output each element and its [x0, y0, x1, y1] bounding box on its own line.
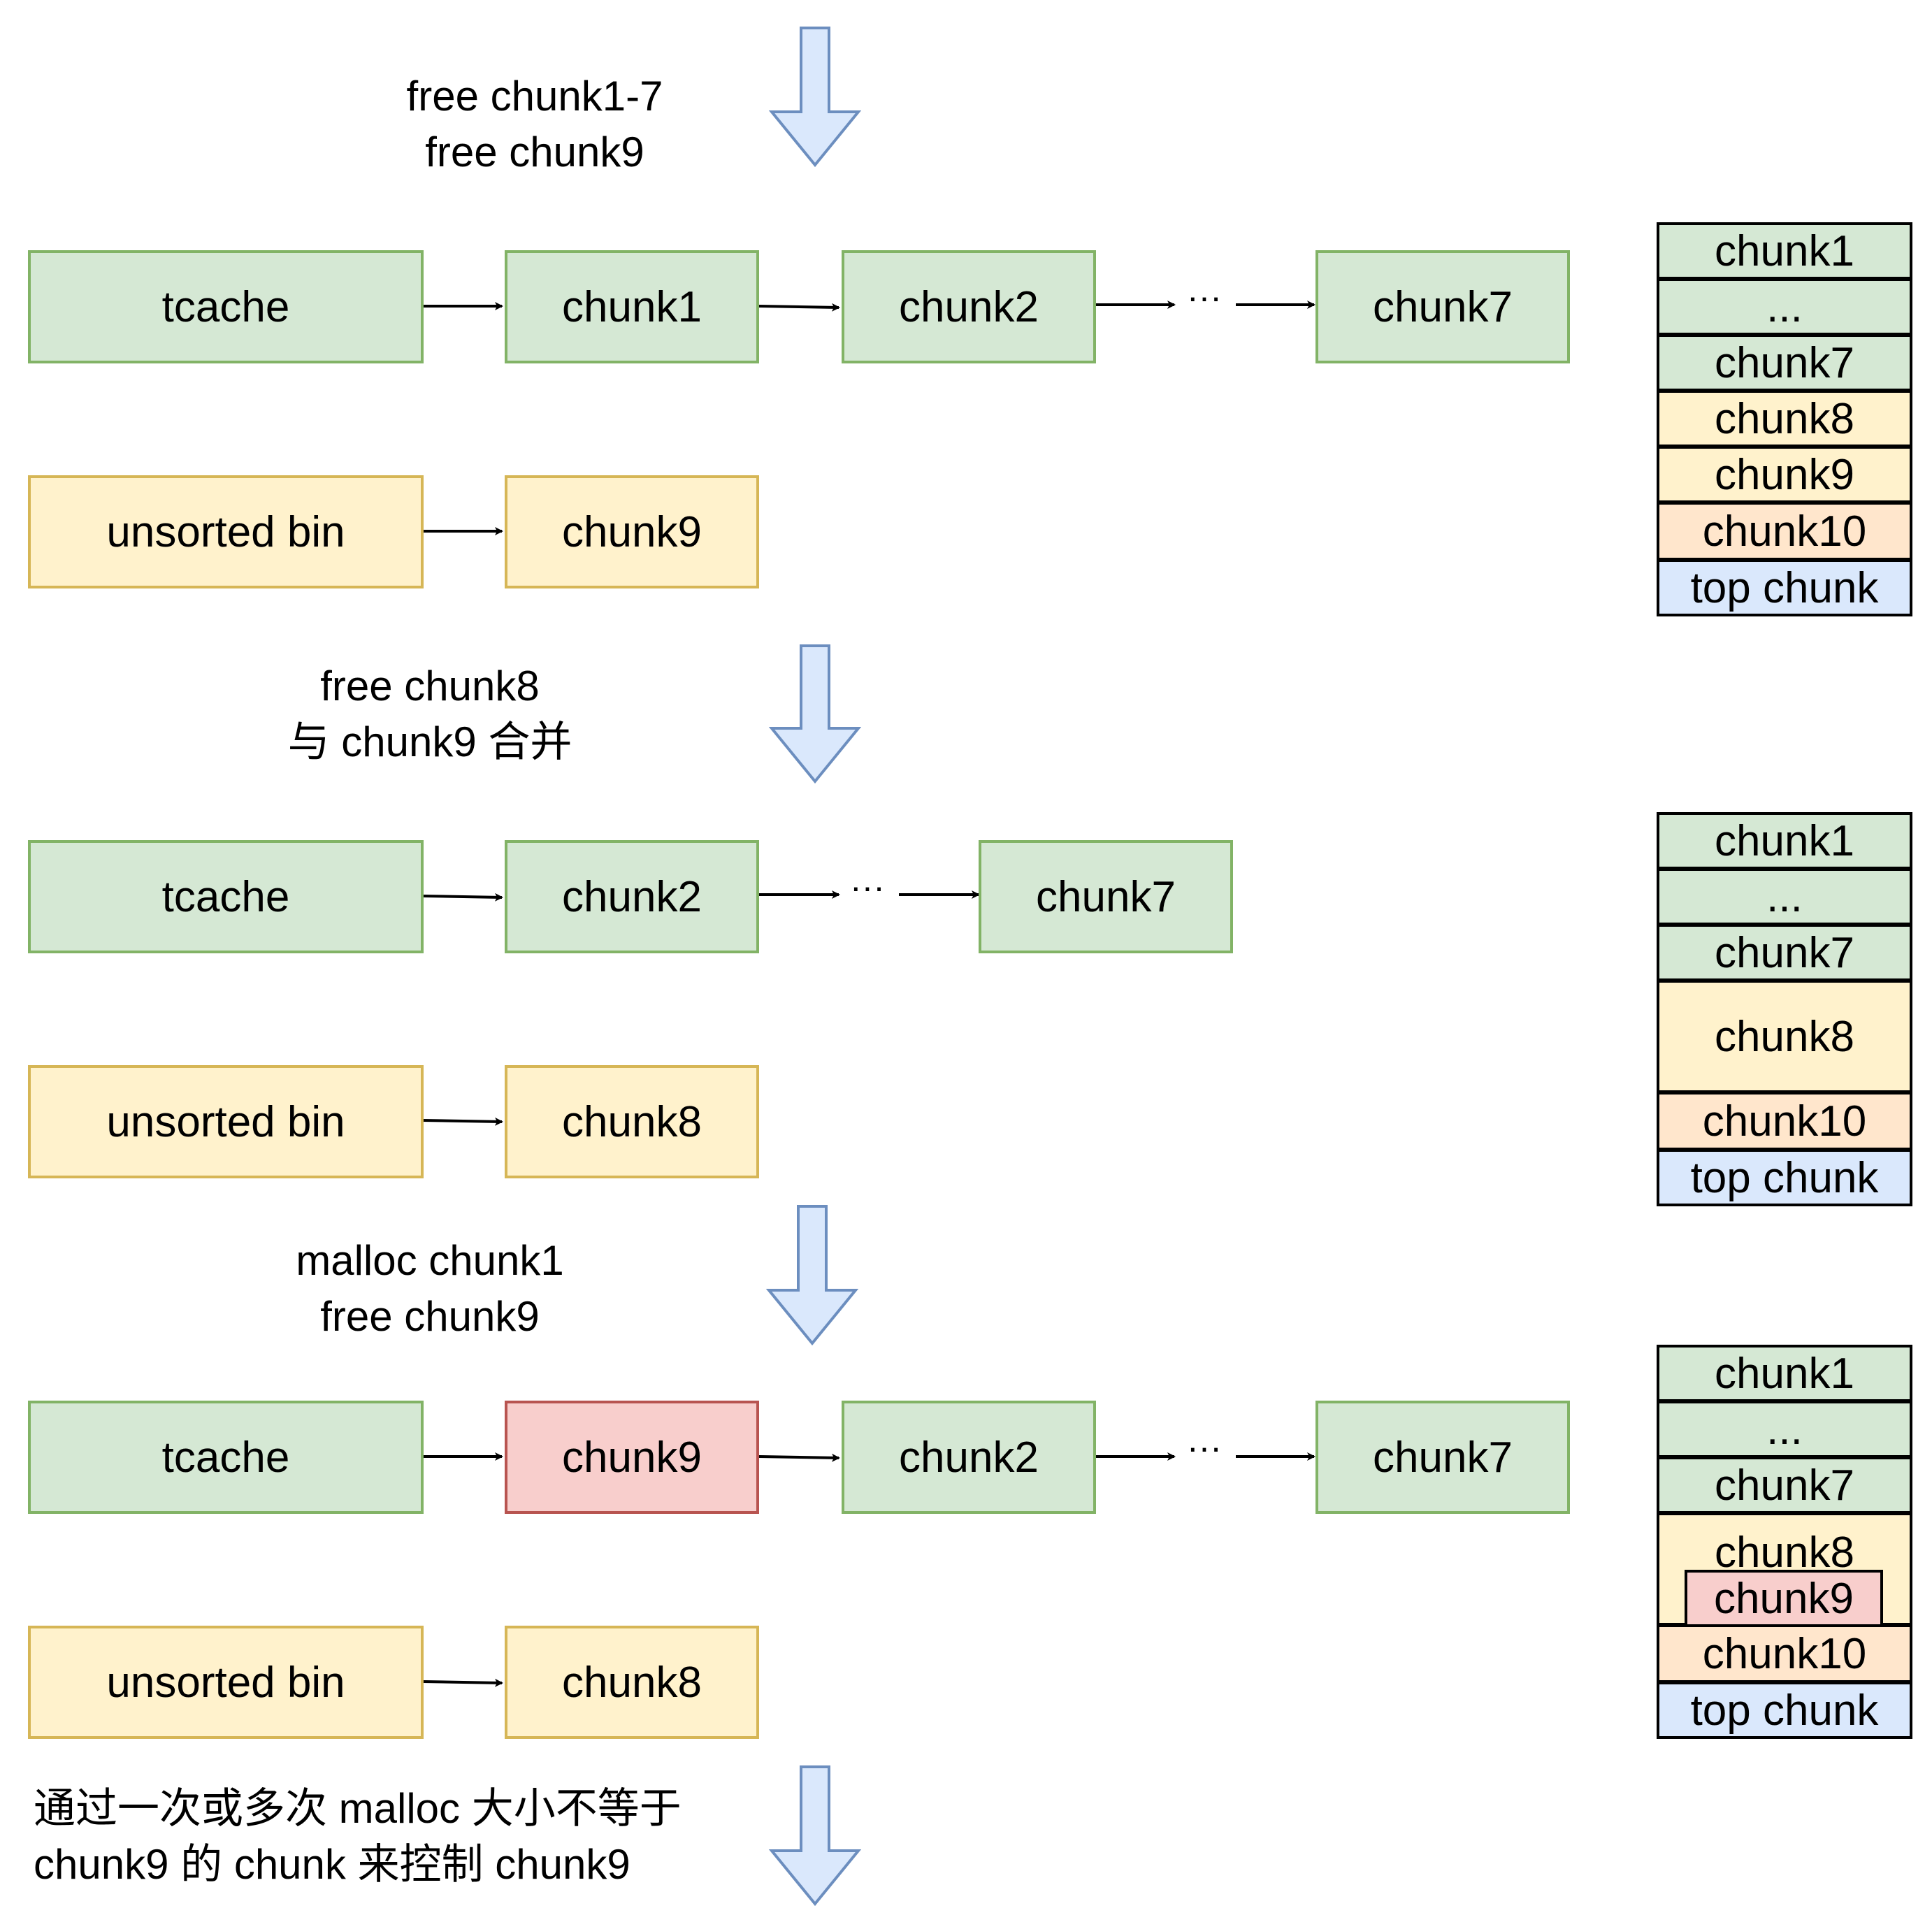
heap1-chunk9: chunk9 — [1657, 446, 1912, 503]
heap3-top-chunk: top chunk — [1657, 1682, 1912, 1739]
heap3-ellipsis: ... — [1657, 1401, 1912, 1458]
arrow-tcache-to-chunk2 — [422, 893, 503, 902]
stage1-tcache-chunk2: chunk2 — [842, 250, 1096, 363]
stage1-tcache-chunk1: chunk1 — [505, 250, 759, 363]
heap1-chunk10: chunk10 — [1657, 502, 1912, 561]
stage3-tcache-chunk2: chunk2 — [842, 1401, 1096, 1514]
stage2-ellipsis: ··· — [850, 867, 885, 906]
step1-label: free chunk1-7 free chunk9 — [363, 68, 706, 180]
heap2-ellipsis: ... — [1657, 868, 1912, 925]
flow-arrow-2-icon — [768, 644, 862, 784]
heap1-chunk7: chunk7 — [1657, 334, 1912, 391]
step3-label: malloc chunk1 free chunk9 — [259, 1233, 601, 1345]
step3-line1: malloc chunk1 — [296, 1237, 564, 1284]
stage3-ellipsis: ··· — [1187, 1428, 1222, 1467]
stage2-unsorted-chunk8: chunk8 — [505, 1065, 759, 1178]
stage2-tcache-chunk7: chunk7 — [979, 840, 1233, 953]
stage1-tcache-head: tcache — [28, 250, 424, 363]
flow-arrow-4-icon — [768, 1765, 862, 1907]
step2-label: free chunk8 与 chunk9 合并 — [259, 658, 601, 770]
heap1-ellipsis: ... — [1657, 278, 1912, 335]
flow-arrow-3-icon — [765, 1205, 859, 1346]
stage3-tcache-chunk9: chunk9 — [505, 1401, 759, 1514]
heap3-chunk1: chunk1 — [1657, 1345, 1912, 1402]
stage3-tcache-head: tcache — [28, 1401, 424, 1514]
step4-line2: chunk9 的 chunk 来控制 chunk9 — [34, 1841, 630, 1888]
stage3-tcache-arrows — [423, 1452, 1315, 1462]
step2-line1: free chunk8 — [320, 663, 540, 709]
stage1-ellipsis: ··· — [1187, 277, 1222, 317]
heap3-chunk9: chunk9 — [1685, 1570, 1883, 1627]
stage2-tcache-head: tcache — [28, 840, 424, 953]
heap2-chunk1: chunk1 — [1657, 812, 1912, 869]
arrow-unsorted-to-chunk8 — [422, 1678, 503, 1687]
stage1-unsorted-chunk9: chunk9 — [505, 475, 759, 588]
step1-line2: free chunk9 — [425, 129, 644, 175]
arrow-unsorted-to-chunk8 — [422, 1117, 503, 1126]
stage3-unsorted-chunk8: chunk8 — [505, 1626, 759, 1739]
heap1-chunk1: chunk1 — [1657, 222, 1912, 280]
stage3-tcache-chunk7: chunk7 — [1315, 1401, 1570, 1514]
heap3-chunk10: chunk10 — [1657, 1624, 1912, 1683]
heap2-chunk7: chunk7 — [1657, 924, 1912, 981]
step2-line2: 与 chunk9 合并 — [287, 718, 572, 765]
stage1-tcache-arrows — [423, 301, 1315, 312]
step3-line2: free chunk9 — [320, 1293, 540, 1340]
stage1-unsorted-head: unsorted bin — [28, 475, 424, 588]
heap2-top-chunk: top chunk — [1657, 1149, 1912, 1206]
heap1-top-chunk: top chunk — [1657, 559, 1912, 616]
arrow-chunk9-to-chunk2 — [758, 1453, 840, 1462]
heap2-chunk10: chunk10 — [1657, 1092, 1912, 1150]
arrow-chunk1-to-chunk2 — [758, 303, 840, 312]
stage1-tcache-chunk7: chunk7 — [1315, 250, 1570, 363]
stage2-tcache-arrows — [422, 890, 980, 902]
heap3-chunk7: chunk7 — [1657, 1457, 1912, 1514]
step4-line1: 通过一次或多次 malloc 大小不等于 — [34, 1785, 682, 1832]
stage2-tcache-chunk2: chunk2 — [505, 840, 759, 953]
step4-label: 通过一次或多次 malloc 大小不等于 chunk9 的 chunk 来控制 … — [34, 1781, 760, 1893]
flow-arrow-1-icon — [768, 27, 862, 168]
stage2-unsorted-head: unsorted bin — [28, 1065, 424, 1178]
stage3-unsorted-head: unsorted bin — [28, 1626, 424, 1739]
step1-line1: free chunk1-7 — [406, 73, 663, 120]
heap2-chunk8: chunk8 — [1657, 980, 1912, 1093]
heap1-chunk8: chunk8 — [1657, 390, 1912, 447]
